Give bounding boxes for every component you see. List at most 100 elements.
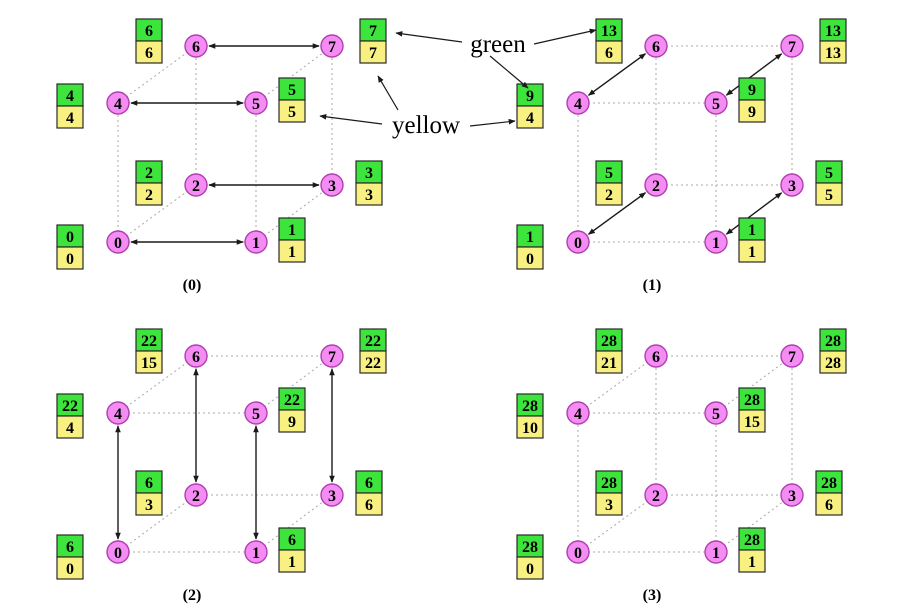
value-box: 99 <box>738 77 766 123</box>
legend-yellow-pointer-a <box>377 75 399 111</box>
yellow-cell <box>355 182 383 206</box>
yellow-cell <box>595 350 623 374</box>
node-5: 5 <box>704 91 728 115</box>
yellow-value: 0 <box>526 251 534 268</box>
legend-green-label: green <box>470 31 526 58</box>
node-label: 7 <box>328 349 336 366</box>
value-box: 22 <box>135 160 163 206</box>
legend-green-pointer-c <box>489 55 529 89</box>
exchange-arrow <box>587 53 647 96</box>
value-box: 44 <box>56 83 84 129</box>
node-label: 0 <box>574 545 582 562</box>
exchange-arrow <box>725 53 783 96</box>
node-circle <box>566 540 590 564</box>
node-circle <box>566 91 590 115</box>
node-6: 6 <box>644 344 668 368</box>
node-circle <box>106 91 130 115</box>
yellow-value: 3 <box>365 187 373 204</box>
legend-green-pointer-b <box>533 28 597 45</box>
node-0: 0 <box>566 230 590 254</box>
value-box: 63 <box>135 470 163 516</box>
node-circle <box>780 173 804 197</box>
value-box: 33 <box>355 160 383 206</box>
yellow-cell <box>359 40 387 64</box>
cube-edge <box>255 184 333 243</box>
node-label: 3 <box>328 178 336 195</box>
node-4: 4 <box>106 401 130 425</box>
node-label: 4 <box>114 406 122 423</box>
yellow-value: 0 <box>66 251 74 268</box>
yellow-value: 4 <box>66 110 74 127</box>
node-circle <box>566 401 590 425</box>
yellow-cell <box>56 415 84 439</box>
value-box: 10 <box>516 224 544 270</box>
green-value: 6 <box>288 532 296 549</box>
cube-edge <box>117 45 197 104</box>
yellow-cell <box>738 549 766 573</box>
yellow-value: 21 <box>601 355 617 372</box>
yellow-cell <box>355 492 383 516</box>
node-5: 5 <box>704 401 728 425</box>
green-value: 3 <box>365 165 373 182</box>
legend: green yellow <box>319 28 597 139</box>
yellow-value: 4 <box>526 110 534 127</box>
node-7: 7 <box>780 344 804 368</box>
value-box: 281 <box>738 527 766 573</box>
node-circle <box>644 173 668 197</box>
value-box: 280 <box>516 534 544 580</box>
green-value: 13 <box>825 23 841 40</box>
node-7: 7 <box>780 34 804 58</box>
value-box: 66 <box>135 18 163 64</box>
node-4: 4 <box>106 91 130 115</box>
node-circle <box>244 540 268 564</box>
node-3: 3 <box>320 483 344 507</box>
node-circle <box>644 34 668 58</box>
yellow-cell <box>516 246 544 270</box>
yellow-cell <box>819 40 847 64</box>
node-label: 5 <box>252 406 260 423</box>
node-label: 1 <box>252 235 260 252</box>
yellow-cell <box>738 409 766 433</box>
green-value: 28 <box>522 398 538 415</box>
value-box: 224 <box>56 393 84 439</box>
node-label: 5 <box>252 96 260 113</box>
exchange-arrow <box>725 192 783 235</box>
panel-caption: (3) <box>643 587 662 604</box>
green-value: 9 <box>526 88 534 105</box>
yellow-value: 2 <box>145 187 153 204</box>
node-circle <box>644 483 668 507</box>
node-label: 5 <box>712 406 720 423</box>
yellow-cell <box>278 549 306 573</box>
cube-edge <box>255 355 333 414</box>
green-value: 6 <box>145 475 153 492</box>
node-circle <box>184 344 208 368</box>
node-circle <box>704 91 728 115</box>
yellow-value: 13 <box>825 45 841 62</box>
value-box: 55 <box>815 160 843 206</box>
node-label: 1 <box>712 235 720 252</box>
node-7: 7 <box>320 34 344 58</box>
green-value: 0 <box>66 229 74 246</box>
node-2: 2 <box>184 173 208 197</box>
node-6: 6 <box>644 34 668 58</box>
value-box: 286 <box>815 470 843 516</box>
cube-edge <box>577 494 657 553</box>
exchange-arrow <box>587 192 647 235</box>
cube-edge <box>117 355 197 414</box>
green-value: 22 <box>284 392 300 409</box>
node-5: 5 <box>244 401 268 425</box>
node-circle <box>780 344 804 368</box>
value-box: 66 <box>355 470 383 516</box>
yellow-cell <box>815 492 843 516</box>
yellow-value: 1 <box>288 244 296 261</box>
green-value: 28 <box>601 475 617 492</box>
yellow-value: 4 <box>66 420 74 437</box>
